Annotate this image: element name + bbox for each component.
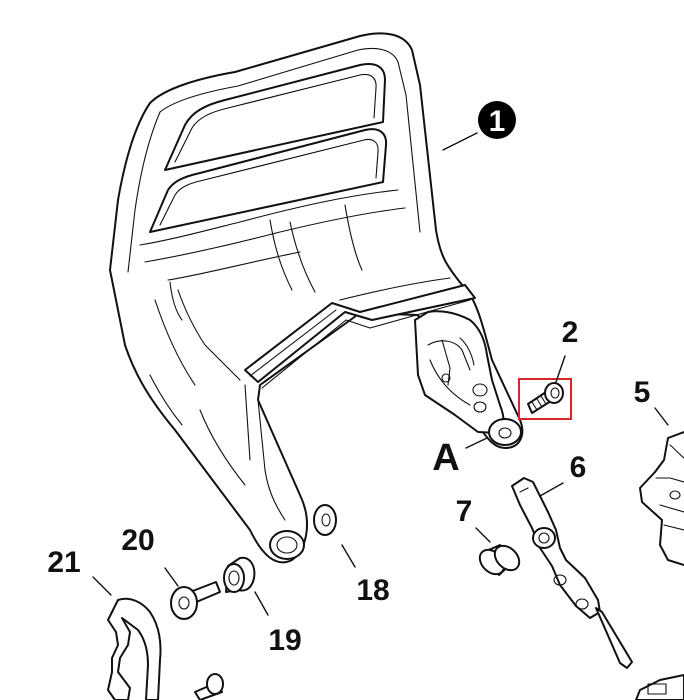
callout-label: 1 [489, 105, 506, 138]
bolt[interactable] [170, 581, 221, 620]
right-bracket[interactable] [635, 431, 684, 700]
screw[interactable] [518, 378, 572, 420]
callout-19: 19 [268, 624, 301, 657]
callout-6: 6 [570, 451, 587, 484]
spring-clip[interactable] [107, 597, 162, 700]
spacer[interactable] [223, 556, 256, 593]
callout-1: 1 [478, 101, 516, 139]
view-marker-a: A [432, 437, 459, 479]
callout-18: 18 [356, 574, 389, 607]
washer[interactable] [313, 504, 337, 536]
highlight-box [518, 378, 572, 420]
callout-disc [478, 101, 516, 139]
handle-frame[interactable] [109, 32, 524, 564]
small-screw[interactable] [194, 673, 224, 700]
callout-7: 7 [456, 495, 473, 528]
leader-lines [92, 132, 669, 616]
callout-5: 5 [634, 376, 651, 409]
lever[interactable] [511, 477, 633, 669]
callout-2: 2 [562, 316, 579, 349]
bushing[interactable] [475, 541, 524, 579]
callout-20: 20 [121, 524, 154, 557]
callout-21: 21 [47, 546, 80, 579]
